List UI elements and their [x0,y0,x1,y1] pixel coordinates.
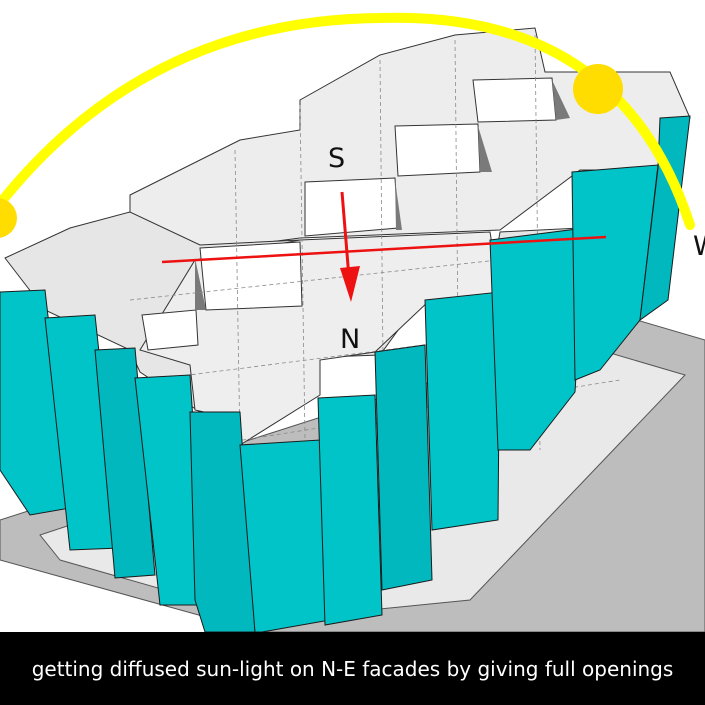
facade-fin [571,164,659,381]
label-south: S [328,143,345,174]
caption-bar: getting diffused sun-light on N-E facade… [0,632,705,705]
facade-fin [0,289,71,516]
sun-icon [573,64,623,114]
east-west-axis [161,235,607,264]
facade-fin [239,439,331,632]
facade-left-wing [0,289,331,632]
shadow-3 [478,126,492,172]
building-sun-diagram: S N W [0,12,705,632]
label-north: N [340,324,360,355]
label-west: W [693,231,705,262]
facade-fin [424,291,501,531]
facade-fin [489,227,586,451]
facade-fin [317,394,383,626]
sun-path-arc [0,12,695,230]
facade-fin [189,411,256,632]
shadow-2 [395,180,402,230]
opening-3 [472,77,557,123]
opening-4 [199,241,303,311]
north-arrow-head [340,266,360,302]
opening-2 [394,123,481,177]
facade-right-wing [317,115,691,626]
facade-fin [374,344,433,591]
sun-icon [0,198,17,238]
caption-text: getting diffused sun-light on N-E facade… [31,656,674,681]
shadow-1 [195,258,206,310]
opening-5 [141,309,199,351]
opening-1 [304,177,399,237]
shadow-4 [552,80,570,120]
